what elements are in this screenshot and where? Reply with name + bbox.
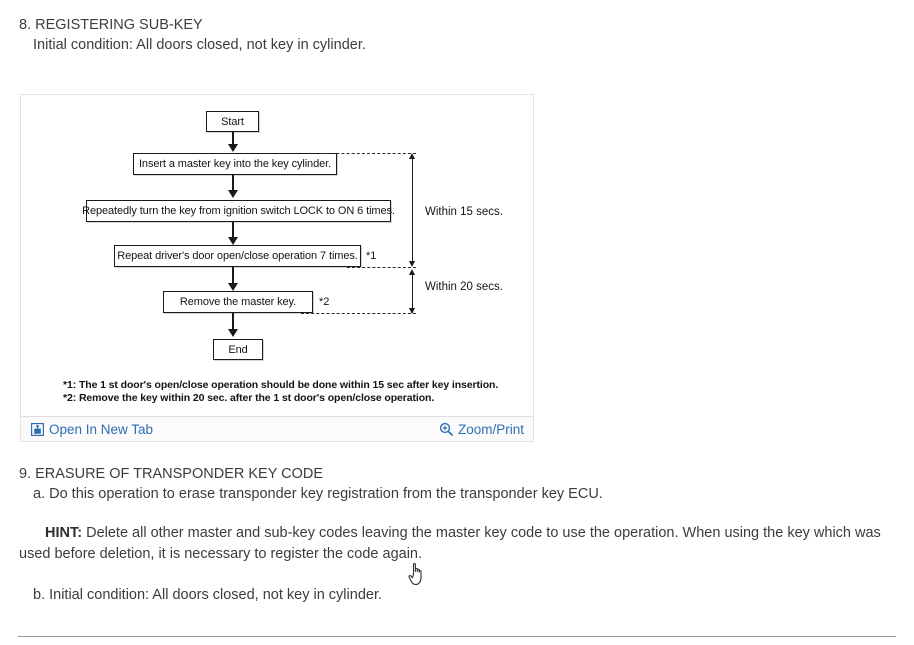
- figure-toolbar: Open In New Tab Zoom/Print: [21, 416, 533, 441]
- section-9-step-a: a. Do this operation to erase transponde…: [33, 486, 603, 502]
- flowchart-node-end: End: [213, 339, 263, 360]
- dimension-leader-bottom: [301, 313, 416, 314]
- arrowhead-start-to-insert: [228, 144, 238, 152]
- open-in-new-tab-label: Open In New Tab: [49, 421, 154, 437]
- flowchart-footnote-2: *2: Remove the key within 20 sec. after …: [63, 392, 435, 404]
- hint-label: HINT:: [45, 525, 83, 541]
- connector-insert-to-turn: [232, 175, 234, 192]
- connector-remove-to-end: [232, 313, 234, 331]
- dimension-leader-top: [321, 153, 416, 154]
- zoom-print-label: Zoom/Print: [457, 421, 524, 437]
- magnifier-plus-icon: [439, 422, 453, 436]
- section-9-heading: 9. ERASURE OF TRANSPONDER KEY CODE: [19, 466, 324, 482]
- dimension-leader-mid: [347, 267, 416, 268]
- dimension-label-20: Within 20 secs.: [425, 281, 503, 293]
- arrowhead-turn-to-door: [228, 237, 238, 245]
- flowchart-marker-1: *1: [366, 250, 377, 262]
- dimension-line-20: [412, 271, 414, 313]
- flowchart-node-end-label: End: [228, 343, 248, 356]
- new-window-icon: [31, 422, 44, 436]
- dimension-arrow-15-bottom: [409, 261, 415, 267]
- section-8-heading: 8. REGISTERING SUB-KEY: [19, 17, 203, 33]
- connector-turn-to-door: [232, 222, 234, 239]
- flowchart-marker-2: *2: [319, 296, 330, 308]
- dimension-arrow-20-bottom: [409, 308, 415, 314]
- zoom-print-button[interactable]: Zoom/Print: [439, 422, 524, 437]
- dimension-label-15: Within 15 secs.: [425, 206, 503, 218]
- dimension-line-15: [412, 155, 414, 265]
- section-9-hint: HINT: Delete all other master and sub-ke…: [19, 523, 893, 565]
- open-in-new-tab-button[interactable]: Open In New Tab: [31, 422, 153, 437]
- flowchart-node-insert: Insert a master key into the key cylinde…: [133, 153, 337, 175]
- flowchart-node-turn: Repeatedly turn the key from ignition sw…: [82, 200, 395, 222]
- page-divider: [18, 636, 896, 637]
- figure-panel: Start Insert a master key into the key c…: [20, 94, 534, 442]
- flowchart-image[interactable]: Start Insert a master key into the key c…: [21, 95, 533, 417]
- section-8-initial-condition: Initial condition: All doors closed, not…: [33, 37, 366, 53]
- section-9-step-b: b. Initial condition: All doors closed, …: [33, 587, 382, 603]
- flowchart-node-turn-label: Repeatedly turn the key from ignition sw…: [82, 205, 395, 217]
- connector-start-to-insert: [232, 132, 234, 146]
- arrowhead-door-to-remove: [228, 283, 238, 291]
- flowchart-node-remove: Remove the master key.: [163, 291, 313, 313]
- arrowhead-remove-to-end: [228, 329, 238, 337]
- flowchart-node-start-label: Start: [221, 115, 244, 128]
- arrowhead-insert-to-turn: [228, 190, 238, 198]
- flowchart-node-insert-label: Insert a master key into the key cylinde…: [138, 158, 332, 170]
- flowchart-node-door-label: Repeat driver's door open/close operatio…: [117, 250, 358, 262]
- flowchart-footnote-1: *1: The 1 st door's open/close operation…: [63, 379, 499, 391]
- flowchart-node-door: Repeat driver's door open/close operatio…: [114, 245, 361, 267]
- flowchart-node-remove-label: Remove the master key.: [179, 296, 297, 308]
- flowchart-node-start: Start: [206, 111, 259, 132]
- connector-door-to-remove: [232, 267, 234, 285]
- hint-text: Delete all other master and sub-key code…: [19, 525, 881, 562]
